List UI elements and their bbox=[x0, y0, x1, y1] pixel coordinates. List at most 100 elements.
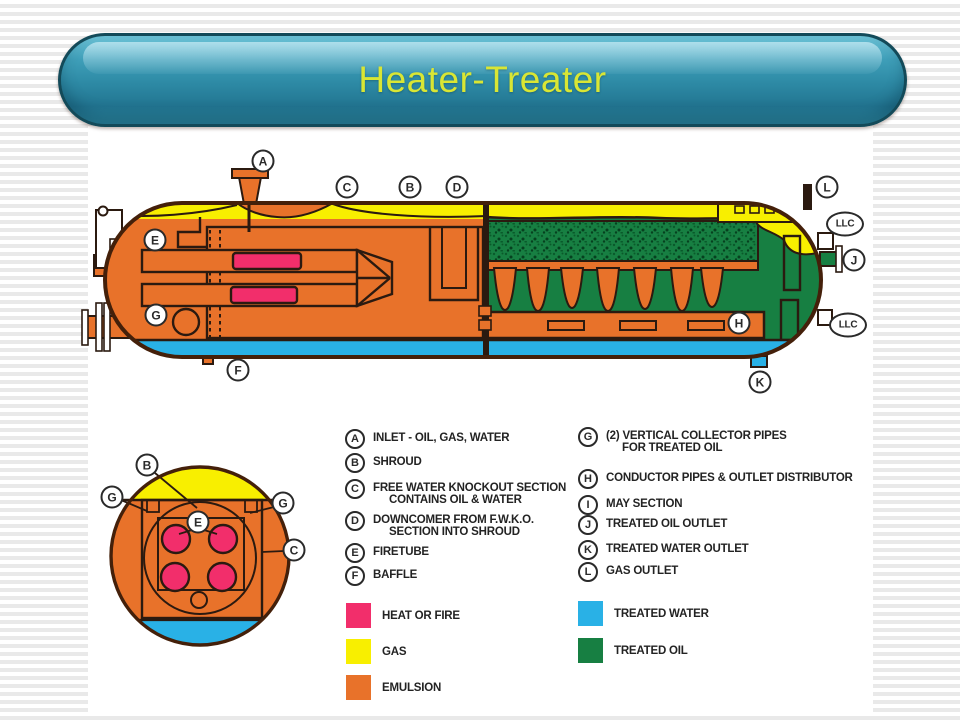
diagram-label-k: K bbox=[748, 370, 772, 394]
color-legend-item-emulsion: EMULSION bbox=[346, 675, 441, 700]
legend-text-E: FIRETUBE bbox=[373, 543, 429, 559]
diagram-label-g: G bbox=[144, 303, 168, 327]
color-label-emulsion: EMULSION bbox=[382, 681, 442, 694]
color-label-gas: GAS bbox=[382, 645, 407, 658]
vessel-interior bbox=[105, 203, 821, 357]
color-swatch-emulsion bbox=[346, 675, 371, 700]
legend-letter-D: D bbox=[345, 511, 365, 531]
diagram-label-g: G bbox=[100, 485, 124, 509]
legend-text-A: INLET - OIL, GAS, WATER bbox=[373, 429, 510, 445]
legend-line: CONTAINS OIL & WATER bbox=[389, 493, 522, 506]
legend-item-D: D DOWNCOMER FROM F.W.K.O.SECTION INTO SHR… bbox=[345, 511, 534, 538]
legend-text-L: GAS OUTLET bbox=[606, 562, 678, 578]
legend-line: FREE WATER KNOCKOUT SECTION bbox=[373, 482, 567, 494]
legend-item-I: I MAY SECTION bbox=[578, 495, 683, 515]
legend-item-J: J TREATED OIL OUTLET bbox=[578, 515, 727, 535]
diagram-label-l: L bbox=[815, 175, 839, 199]
color-legend-item-heat-or-fire: HEAT OR FIRE bbox=[346, 603, 460, 628]
color-swatch-heat-or-fire bbox=[346, 603, 371, 628]
legend-letter-K: K bbox=[578, 540, 598, 560]
diagram-label-llc: LLC bbox=[829, 312, 867, 338]
color-legend-item-treated-water: TREATED WATER bbox=[578, 601, 709, 626]
title-capsule: Heater-Treater bbox=[58, 33, 907, 127]
vessel-shell bbox=[103, 201, 823, 359]
legend-letter-C: C bbox=[345, 479, 365, 499]
legend-letter-I: I bbox=[578, 495, 598, 515]
legend-item-A: A INLET - OIL, GAS, WATER bbox=[345, 429, 510, 449]
diagram-label-b: B bbox=[135, 453, 159, 477]
legend-text-J: TREATED OIL OUTLET bbox=[606, 515, 727, 531]
legend-letter-G: G bbox=[578, 427, 598, 447]
fwko-internals bbox=[140, 204, 485, 340]
legend-line: FOR TREATED OIL bbox=[622, 441, 723, 454]
legend-text-H: CONDUCTOR PIPES & OUTLET DISTRIBUTOR bbox=[606, 469, 853, 485]
diagram-label-g: G bbox=[271, 491, 295, 515]
color-swatch-treated-oil bbox=[578, 638, 603, 663]
diagram-label-d: D bbox=[445, 175, 469, 199]
downcomer bbox=[428, 227, 480, 302]
legend-letter-L: L bbox=[578, 562, 598, 582]
legend-item-K: K TREATED WATER OUTLET bbox=[578, 540, 749, 560]
diagram-label-b: B bbox=[398, 175, 422, 199]
section-divider bbox=[483, 203, 489, 357]
legend-line: GAS OUTLET bbox=[606, 565, 679, 577]
legend-line: FIRETUBE bbox=[373, 546, 429, 558]
legend-line: SHROUD bbox=[373, 456, 422, 468]
diagram-label-f: F bbox=[226, 358, 250, 382]
may-section-media bbox=[486, 220, 759, 262]
xsec-shroud bbox=[140, 498, 264, 620]
color-swatch-gas bbox=[346, 639, 371, 664]
leader-lines bbox=[120, 472, 285, 553]
outlet-distributor bbox=[485, 310, 766, 340]
legend-text-F: BAFFLE bbox=[373, 566, 417, 582]
treated-water-layer bbox=[105, 340, 821, 357]
legend-line: TREATED OIL OUTLET bbox=[606, 518, 728, 530]
diagram-label-a: A bbox=[251, 149, 275, 173]
upper-llc-float bbox=[782, 234, 802, 292]
legend-line: DOWNCOMER FROM F.W.K.O. bbox=[373, 514, 534, 526]
legend-letter-H: H bbox=[578, 469, 598, 489]
diagram-label-e: E bbox=[186, 510, 210, 534]
legend-text-B: SHROUD bbox=[373, 453, 422, 469]
legend-item-L: L GAS OUTLET bbox=[578, 562, 678, 582]
legend-item-F: F BAFFLE bbox=[345, 566, 417, 586]
diagram-label-j: J bbox=[842, 248, 866, 272]
diagram-label-e: E bbox=[143, 228, 167, 252]
color-label-heat-or-fire: HEAT OR FIRE bbox=[382, 609, 460, 622]
legend-line: BAFFLE bbox=[373, 569, 418, 581]
color-swatch-treated-water bbox=[578, 601, 603, 626]
legend-letter-J: J bbox=[578, 515, 598, 535]
treated-oil-section bbox=[485, 203, 821, 342]
diagram-label-h: H bbox=[727, 311, 751, 335]
color-label-treated-oil: TREATED OIL bbox=[614, 644, 688, 657]
legend-item-B: B SHROUD bbox=[345, 453, 422, 473]
color-label-treated-water: TREATED WATER bbox=[614, 607, 709, 620]
legend-item-E: E FIRETUBE bbox=[345, 543, 429, 563]
legend-letter-E: E bbox=[345, 543, 365, 563]
legend-line: TREATED WATER OUTLET bbox=[606, 543, 749, 555]
legend-line: INLET - OIL, GAS, WATER bbox=[373, 432, 510, 444]
legend-text-D: DOWNCOMER FROM F.W.K.O.SECTION INTO SHRO… bbox=[373, 511, 534, 538]
diagram-label-llc: LLC bbox=[826, 211, 864, 237]
page-title: Heater-Treater bbox=[358, 59, 607, 100]
flame-lower bbox=[229, 285, 299, 305]
legend-line: (2) VERTICAL COLLECTOR PIPES bbox=[606, 430, 787, 442]
legend-letter-A: A bbox=[345, 429, 365, 449]
legend-text-K: TREATED WATER OUTLET bbox=[606, 540, 749, 556]
diagram-label-c: C bbox=[335, 175, 359, 199]
legend-line: MAY SECTION bbox=[606, 498, 683, 510]
legend-letter-F: F bbox=[345, 566, 365, 586]
legend-text-I: MAY SECTION bbox=[606, 495, 683, 511]
legend-letter-B: B bbox=[345, 453, 365, 473]
legend-line: SECTION INTO SHROUD bbox=[389, 525, 520, 538]
cross-section-view bbox=[109, 465, 291, 647]
color-legend-item-treated-oil: TREATED OIL bbox=[578, 638, 688, 663]
legend-item-H: H CONDUCTOR PIPES & OUTLET DISTRIBUTOR bbox=[578, 469, 853, 489]
color-legend-item-gas: GAS bbox=[346, 639, 407, 664]
